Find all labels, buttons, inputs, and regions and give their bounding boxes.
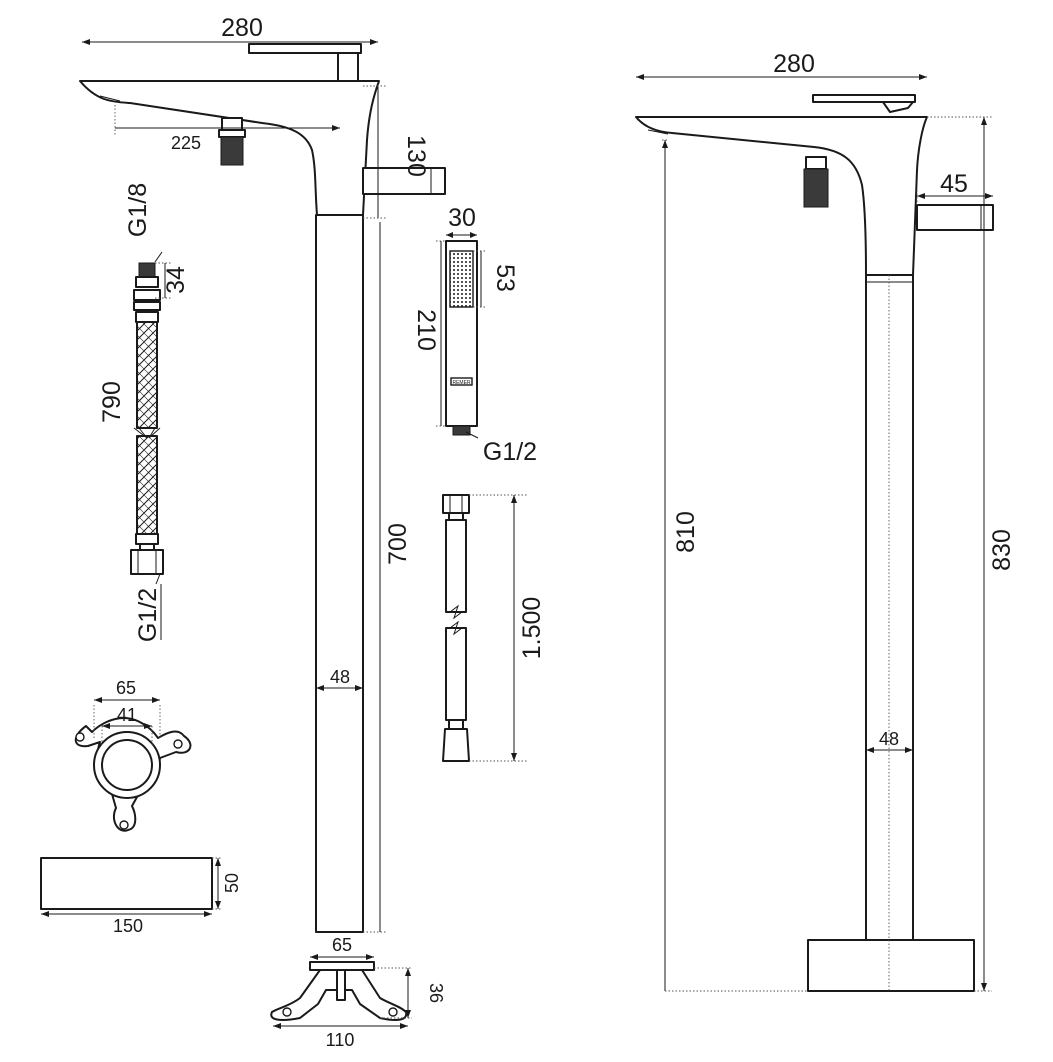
lever-handle — [248, 43, 362, 54]
dim-label-hose-length: 790 — [98, 381, 126, 423]
dim-label-box-width: 150 — [113, 916, 143, 936]
dim-label-right-column-diameter: 48 — [879, 729, 899, 749]
left-faucet-view: 280 225 130 700 48 65 36 110 — [79, 14, 446, 1050]
dim-label-handshower-length: 210 — [412, 309, 440, 351]
hose-braid-lower — [136, 435, 158, 535]
handshower-thread — [452, 425, 471, 436]
brand-mark: REMER — [452, 380, 470, 386]
mounting-box-detail: 50 150 — [40, 857, 242, 936]
right-base — [807, 939, 975, 992]
base-plate-top — [309, 961, 375, 971]
dim-label-column-height: 700 — [384, 523, 412, 565]
dim-label-box-height: 50 — [222, 873, 242, 893]
hose-bottom-nut — [130, 549, 164, 575]
dim-label-base-height: 36 — [426, 983, 446, 1003]
flange-detail: 65 41 — [74, 678, 192, 832]
dim-label-column-diameter: 48 — [330, 667, 350, 687]
dim-label-handshower-head: 53 — [491, 264, 519, 292]
right-side-outlet — [916, 204, 994, 231]
dim-label-flange-inner: 41 — [117, 705, 137, 725]
flange-ring-inner — [101, 739, 153, 791]
hose2-top-nut — [442, 494, 470, 514]
right-column — [865, 274, 914, 941]
hose-top-thread — [138, 262, 156, 278]
shower-hose-detail: 1.500 — [442, 494, 546, 762]
mounting-box — [40, 857, 213, 910]
handshower-spray-face — [449, 250, 474, 308]
dim-label-hose-thread-top: G1/8 — [124, 183, 152, 237]
dim-label-base-width: 110 — [326, 1030, 355, 1050]
right-lever — [812, 94, 916, 103]
spout-lip — [99, 95, 121, 102]
dim-label-right-width: 280 — [773, 50, 815, 78]
dim-label-hose-thread-bottom: G1/2 — [134, 588, 162, 642]
right-faucet-view: 280 45 810 830 48 — [635, 50, 1016, 992]
dim-label-hose2-length: 1.500 — [518, 597, 546, 660]
lever-stem — [337, 52, 359, 82]
dim-label-left-width: 280 — [221, 14, 263, 42]
handshower-logo-box — [450, 377, 473, 386]
spout-body — [79, 80, 380, 216]
flex-hose-detail: G1/8 34 790 G1/2 — [98, 183, 190, 642]
dim-label-handshower-width: 30 — [448, 204, 476, 232]
dim-label-right-total-height: 830 — [988, 529, 1016, 571]
dim-label-handshower-thread: G1/2 — [483, 438, 537, 466]
base-feet — [270, 969, 408, 1021]
spout-thread-end — [220, 136, 244, 166]
hose2-lower — [445, 627, 467, 721]
column — [315, 214, 364, 933]
dim-label-base-top: 65 — [332, 935, 352, 955]
right-spout-body — [635, 116, 928, 276]
hose-braid-upper — [136, 321, 158, 429]
right-spout-thread — [803, 168, 829, 208]
dim-label-spout-reach: 225 — [171, 133, 201, 153]
dim-label-spout-height: 130 — [402, 135, 430, 177]
base-pin — [336, 969, 346, 1001]
hose2-cone — [442, 728, 470, 762]
dim-label-hose-end: 34 — [162, 266, 190, 294]
hose2-upper — [445, 519, 467, 613]
dim-label-right-spout-height: 810 — [672, 511, 700, 553]
dim-label-right-outlet: 45 — [940, 170, 968, 198]
hand-shower-detail: REMER 30 53 210 G1/2 — [412, 204, 537, 466]
dim-label-flange-outer: 65 — [116, 678, 136, 698]
